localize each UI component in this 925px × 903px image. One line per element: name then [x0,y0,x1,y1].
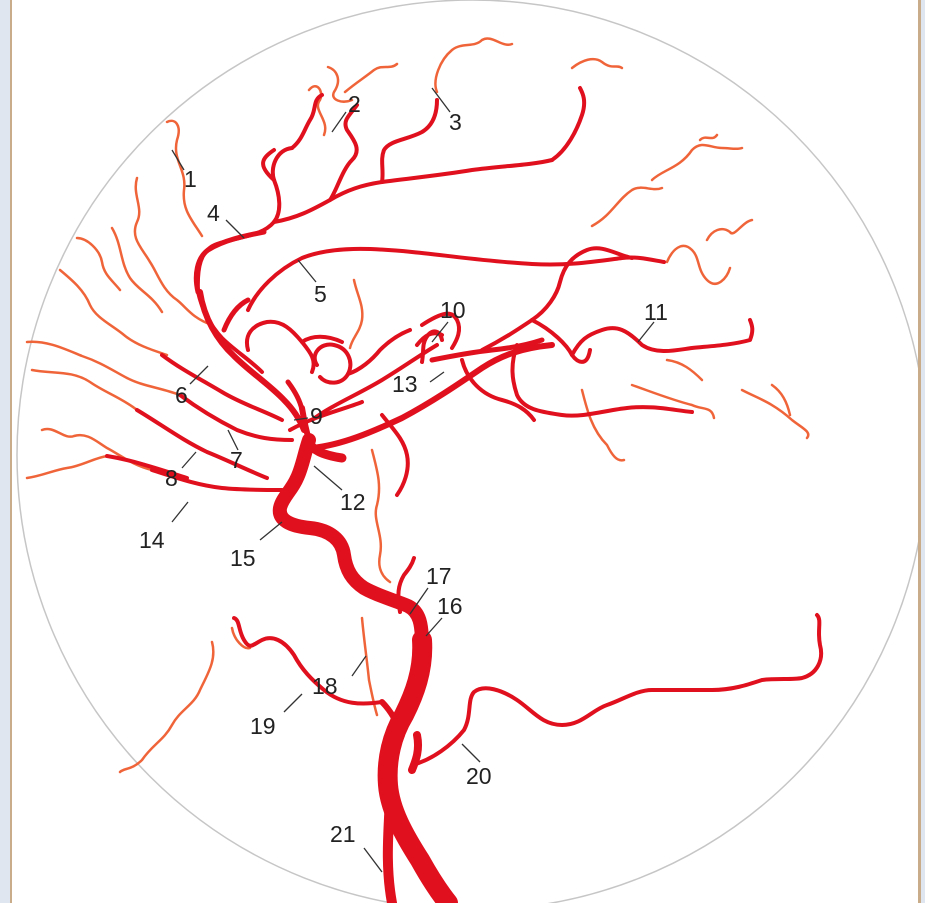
leader-16 [425,617,443,637]
label-8: 8 [165,465,178,491]
label-21: 21 [330,821,356,847]
field-of-view-circle [16,0,918,903]
label-7: 7 [230,447,243,473]
label-13: 13 [392,371,418,397]
artery-tree [25,37,823,903]
leader-12 [313,465,343,491]
label-19: 19 [250,713,276,739]
leader-11 [637,321,655,343]
leader-7 [227,429,239,451]
leader-20 [461,743,481,763]
label-15: 15 [230,545,256,571]
leader-3 [431,87,451,113]
label-5: 5 [314,281,327,307]
angiogram-diagram: 1 2 3 4 5 6 7 8 9 10 11 12 13 14 15 16 1… [16,0,918,903]
label-1: 1 [184,166,197,192]
medium-branches [105,86,823,767]
fine-branches [25,37,810,774]
label-12: 12 [340,489,366,515]
label-4: 4 [207,200,220,226]
leader-2 [331,111,347,133]
label-11: 11 [644,299,668,325]
leader-8 [181,451,197,469]
number-labels: 1 2 3 4 5 6 7 8 9 10 11 12 13 14 15 16 1… [139,91,668,847]
leader-lines [171,87,655,873]
label-18: 18 [312,673,338,699]
label-9: 9 [310,403,323,429]
label-14: 14 [139,527,165,553]
leader-5 [297,259,317,283]
leader-10 [431,321,449,343]
label-16: 16 [437,593,463,619]
leader-13 [429,371,445,383]
leader-17 [409,587,429,615]
label-2: 2 [348,91,361,117]
leader-9 [293,417,309,421]
leader-14 [171,501,189,523]
diagram-frame: 1 2 3 4 5 6 7 8 9 10 11 12 13 14 15 16 1… [10,0,921,903]
label-20: 20 [466,763,492,789]
label-6: 6 [175,382,188,408]
leader-18 [351,655,367,677]
leader-15 [259,521,283,541]
major-trunks [193,229,555,903]
label-3: 3 [449,109,462,135]
leader-21 [363,847,383,873]
label-10: 10 [440,297,466,323]
leader-4 [225,219,245,239]
leader-1 [171,149,185,171]
leader-19 [283,693,303,713]
leader-6 [189,365,209,385]
label-17: 17 [426,563,452,589]
